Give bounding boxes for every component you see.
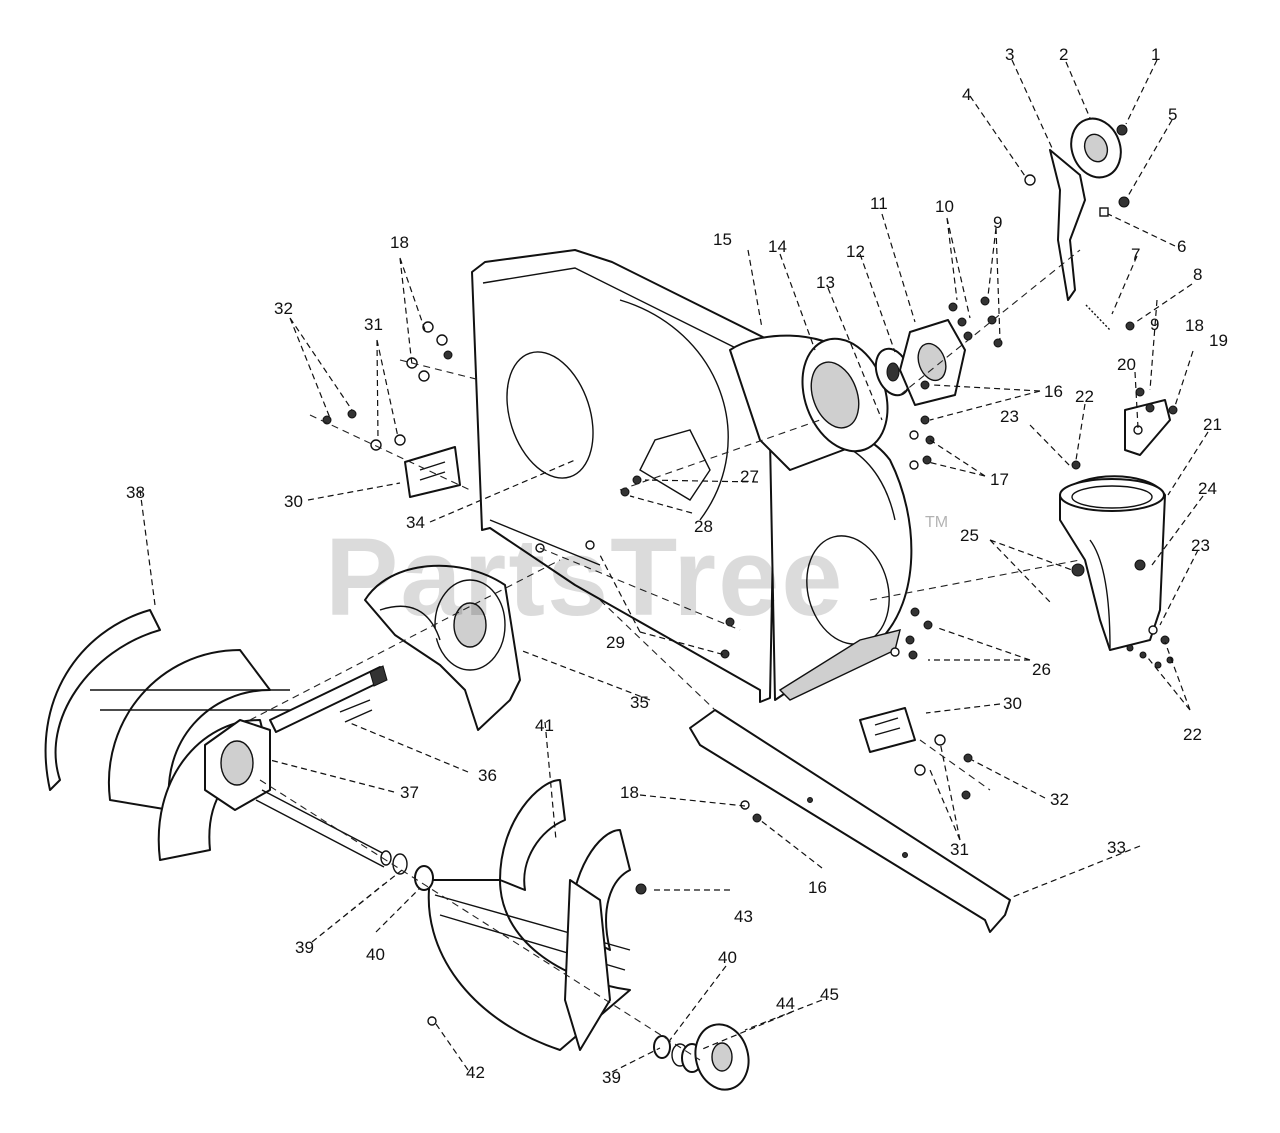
callout-9-upper: 9 xyxy=(993,213,1002,232)
callout-36: 36 xyxy=(478,766,497,785)
callout-labels: 1 2 3 4 5 6 7 8 9 9 10 11 12 13 14 15 16… xyxy=(126,45,1228,1087)
callout-37: 37 xyxy=(400,783,419,802)
callout-6: 6 xyxy=(1177,237,1186,256)
callout-9-lower: 9 xyxy=(1150,315,1159,334)
callout-16-upper: 16 xyxy=(1044,382,1063,401)
svg-text:TM: TM xyxy=(925,514,948,531)
auger-bearings[interactable] xyxy=(380,850,756,1096)
callout-32-left: 32 xyxy=(274,299,293,318)
callout-20: 20 xyxy=(1117,355,1136,374)
callout-14: 14 xyxy=(768,237,787,256)
callout-23-left: 23 xyxy=(1000,407,1019,426)
callout-11: 11 xyxy=(870,194,888,213)
callout-38: 38 xyxy=(126,483,145,502)
callout-21: 21 xyxy=(1203,415,1222,434)
blower-housing[interactable] xyxy=(729,327,902,471)
callout-18-left: 18 xyxy=(390,233,409,252)
callout-30-right: 30 xyxy=(1003,694,1022,713)
right-auger[interactable] xyxy=(427,779,631,1051)
callout-30-left: 30 xyxy=(284,492,303,511)
callout-39-right: 39 xyxy=(602,1068,621,1087)
callout-19: 19 xyxy=(1209,331,1228,350)
auger-housing[interactable] xyxy=(471,249,913,703)
callout-31-right: 31 xyxy=(950,840,969,859)
callout-43: 43 xyxy=(734,907,753,926)
scraper-bar[interactable] xyxy=(689,709,1011,933)
callout-8: 8 xyxy=(1193,265,1202,284)
callout-3: 3 xyxy=(1005,45,1014,64)
left-hardware xyxy=(322,321,453,451)
auger-gearbox-housing[interactable] xyxy=(364,564,521,731)
callout-34: 34 xyxy=(406,513,425,532)
callout-27: 27 xyxy=(740,467,759,486)
partstree-watermark: PartsTree TM xyxy=(325,514,948,639)
callout-45: 45 xyxy=(820,985,839,1004)
callout-31-left: 31 xyxy=(364,315,383,334)
idler-pulley-assembly[interactable] xyxy=(1024,112,1135,331)
callout-4: 4 xyxy=(962,85,971,104)
shave-plate-right[interactable] xyxy=(859,707,916,753)
bearing-and-flange[interactable] xyxy=(870,319,966,406)
left-auger[interactable] xyxy=(44,609,290,861)
callout-13: 13 xyxy=(816,273,835,292)
callout-10: 10 xyxy=(935,197,954,216)
callout-24: 24 xyxy=(1198,479,1217,498)
callout-35: 35 xyxy=(630,693,649,712)
discharge-chute[interactable] xyxy=(1059,387,1178,669)
callout-22-upper: 22 xyxy=(1075,387,1094,406)
callout-18-bottom: 18 xyxy=(620,783,639,802)
auger-drive-shaft xyxy=(255,789,391,868)
callout-40-right: 40 xyxy=(718,948,737,967)
callout-18-right: 18 xyxy=(1185,316,1204,335)
callout-22-lower: 22 xyxy=(1183,725,1202,744)
callout-15: 15 xyxy=(713,230,732,249)
auger-shaft[interactable] xyxy=(269,665,388,733)
callout-40-left: 40 xyxy=(366,945,385,964)
callout-25: 25 xyxy=(960,526,979,545)
callout-29: 29 xyxy=(606,633,625,652)
callout-1: 1 xyxy=(1151,45,1160,64)
callout-12: 12 xyxy=(846,242,865,261)
callout-44: 44 xyxy=(776,994,795,1013)
callout-32-right: 32 xyxy=(1050,790,1069,809)
callout-17: 17 xyxy=(990,470,1009,489)
callout-42: 42 xyxy=(466,1063,485,1082)
right-hardware xyxy=(890,607,973,800)
assembly-centerlines xyxy=(249,249,1081,1061)
svg-text:PartsTree: PartsTree xyxy=(325,516,844,639)
callout-2: 2 xyxy=(1059,45,1068,64)
callout-26: 26 xyxy=(1032,660,1051,679)
callout-39-left: 39 xyxy=(295,938,314,957)
callout-7: 7 xyxy=(1131,245,1140,264)
callout-23-right: 23 xyxy=(1191,536,1210,555)
callout-5: 5 xyxy=(1168,105,1177,124)
leader-lines xyxy=(139,59,1209,1073)
callout-16-lower: 16 xyxy=(808,878,827,897)
callout-28: 28 xyxy=(694,517,713,536)
callout-33: 33 xyxy=(1107,838,1126,857)
callout-41: 41 xyxy=(535,716,554,735)
